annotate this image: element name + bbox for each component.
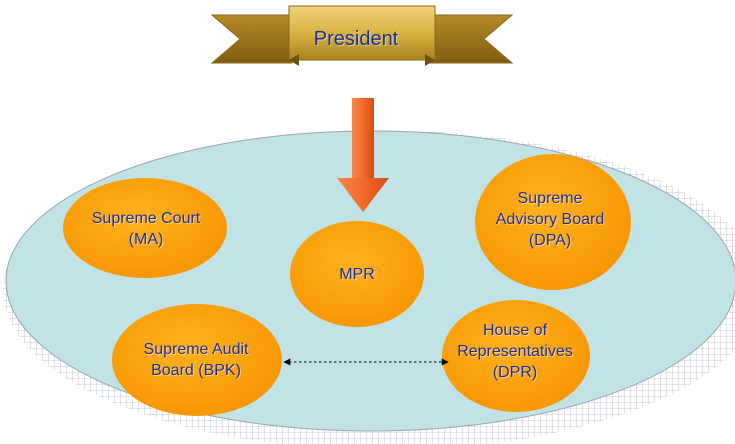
president-banner [210,5,514,66]
dpr-line-1: House of [482,322,548,339]
node-audit-board [112,304,282,416]
audit-board-line-1: Supreme Audit [143,341,249,358]
advisory-board-label: Supreme Advisory Board (DPA) [470,188,630,251]
node-mpr [290,221,424,327]
dpr-line-3: (DPR) [492,364,538,381]
dpr-line-2: Representatives [457,343,573,360]
audit-board-label: Supreme Audit Board (BPK) [116,339,276,381]
node-supreme-court [63,178,227,278]
arrow-president-to-mpr [337,98,389,212]
president-label-text: President [313,28,399,50]
supreme-court-label: Supreme Court (MA) [66,208,226,250]
supreme-court-line-2: (MA) [128,231,164,248]
advisory-board-line-1: Supreme [517,190,583,207]
node-advisory-board [475,154,631,290]
president-label: President [290,27,422,51]
banner-right-tail [429,14,514,64]
audit-board-line-2: Board (BPK) [151,362,241,379]
node-dpr [442,300,590,412]
dpr-label: House of Representatives (DPR) [440,320,590,383]
advisory-board-line-3: (DPA) [528,232,572,249]
arrow-head [337,178,389,212]
advisory-board-line-2: Advisory Board [495,211,605,228]
mpr-line-1: MPR [339,266,375,283]
mpr-label: MPR [302,264,412,285]
banner-fold-right [425,54,435,66]
banner-left-tail [210,14,293,64]
banner-fold-left [289,54,299,66]
banner-center [288,5,436,61]
arrow-shaft [352,98,374,178]
supreme-court-line-1: Supreme Court [91,210,201,227]
